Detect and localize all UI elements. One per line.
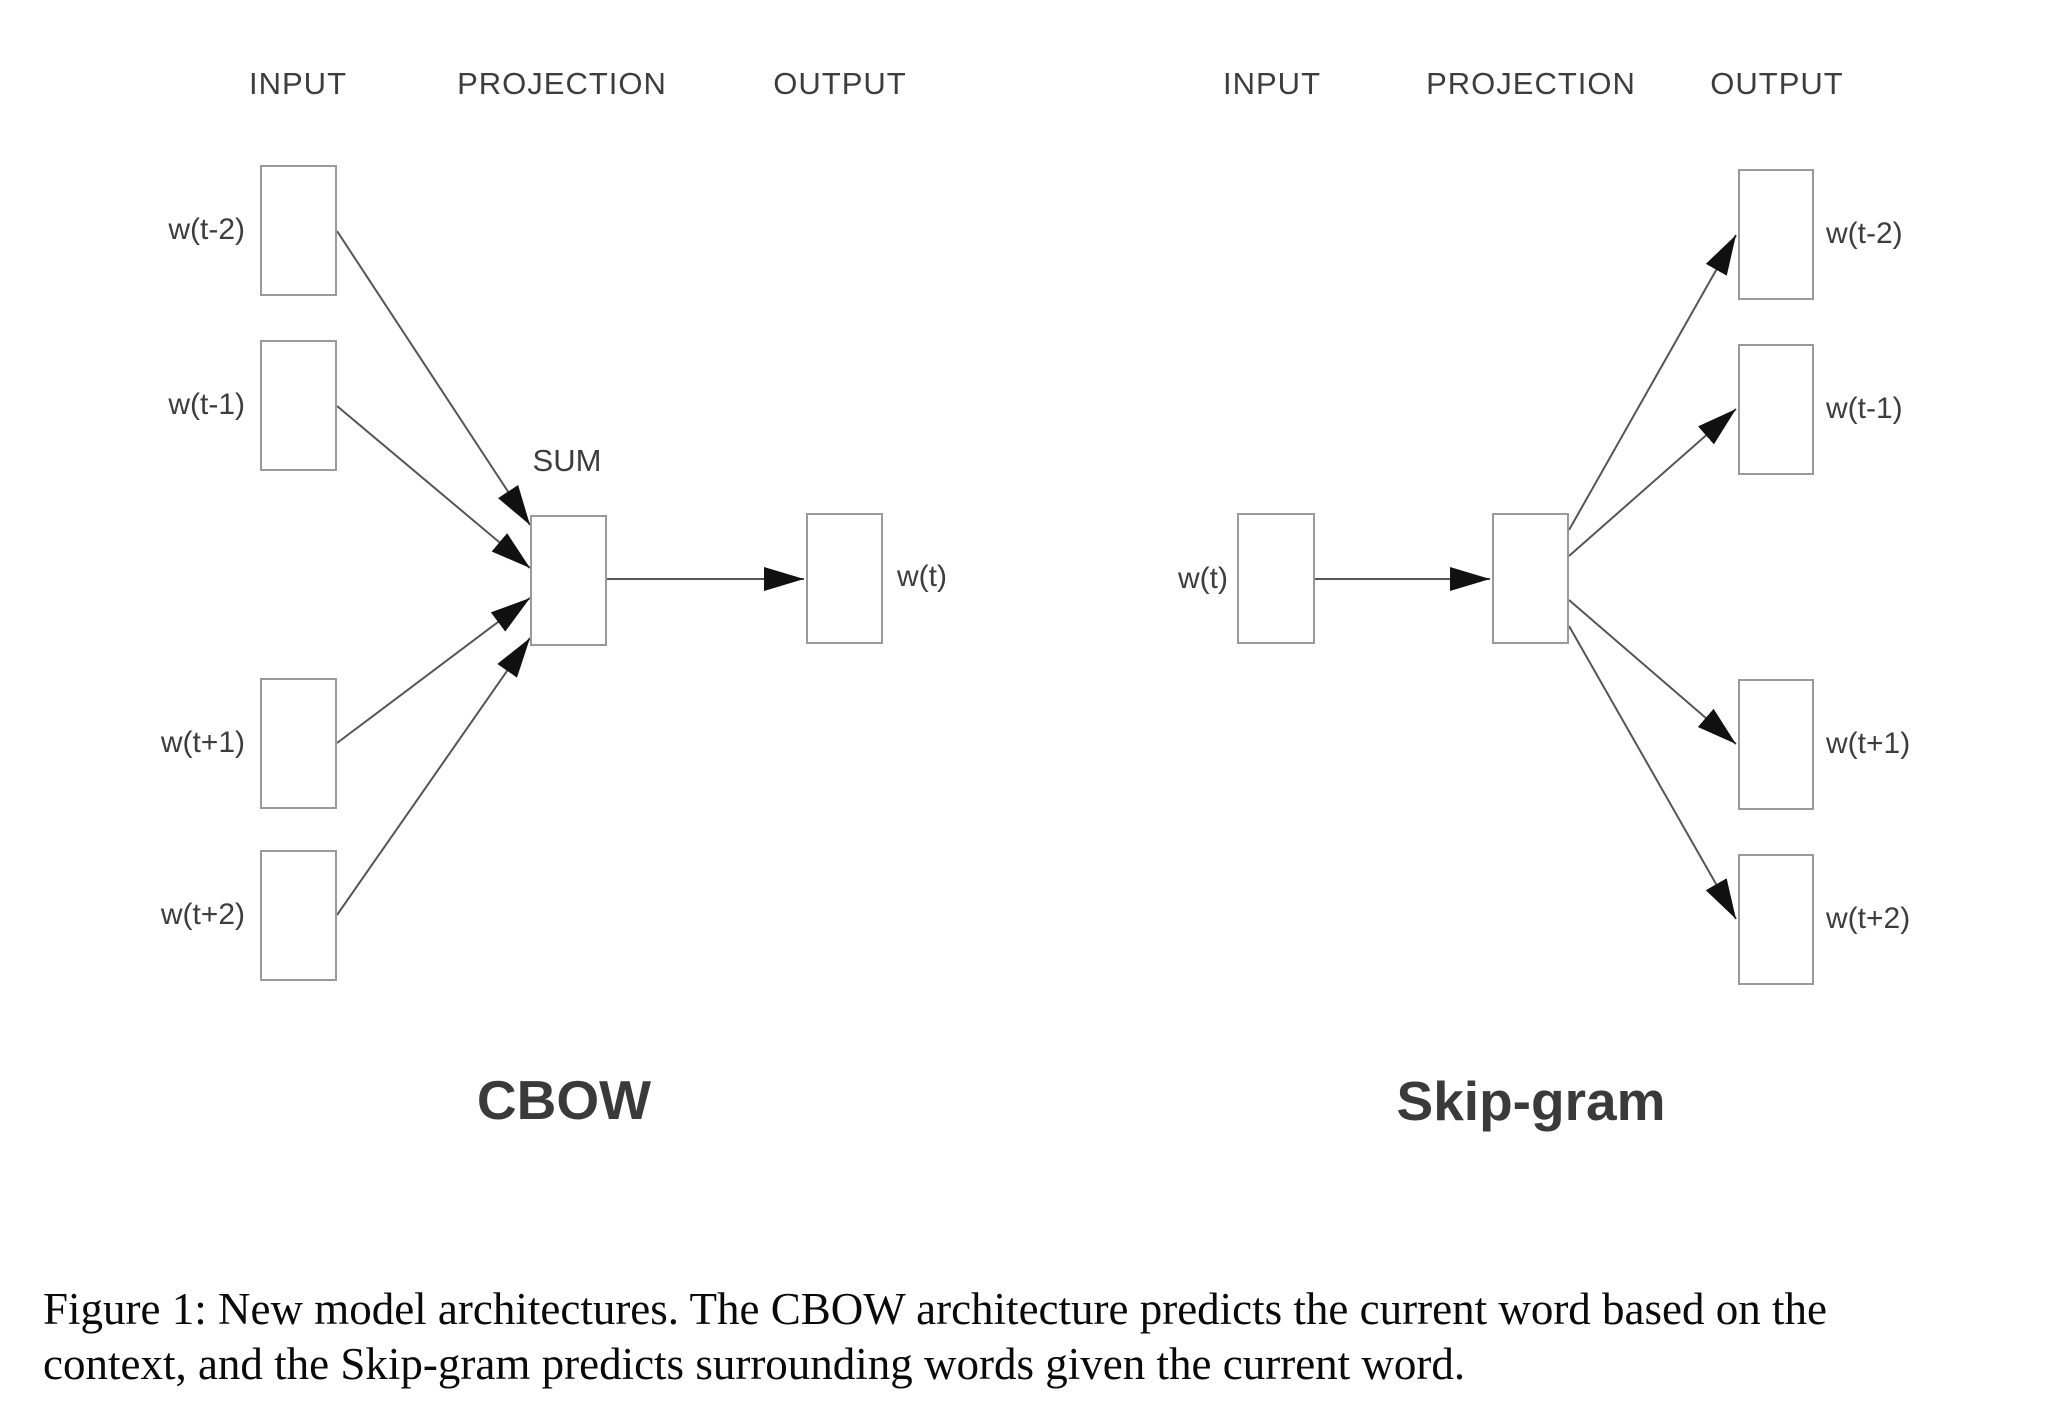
cbow-input-label-wt-2: w(t-2) [168,213,245,246]
cbow-input-box-wt+1 [260,678,337,809]
cbow-edge-wt-1-to-projection [336,405,531,569]
cbow-input-box-wt-1 [260,340,337,471]
cbow-edge-wt-2-to-projection [336,230,531,526]
skipgram-projection-box [1492,513,1569,644]
cbow-sum-label: SUM [532,443,602,478]
figure-caption: Figure 1: New model architectures. The C… [43,1282,2043,1392]
skipgram-edge-projection-to-wt+2 [1568,625,1737,920]
skipgram-header-output: OUTPUT [1710,66,1844,101]
cbow-output-box [806,513,883,644]
skipgram-output-label-wt+1: w(t+1) [1826,727,1911,760]
skipgram-edge-projection-to-wt-2 [1568,234,1737,531]
cbow-projection-box [530,515,607,646]
cbow-edge-wt+2-to-projection [336,637,531,916]
cbow-input-label-wt+1: w(t+1) [160,726,245,759]
cbow-input-label-wt-1: w(t-1) [168,388,245,421]
caption-line-1: Figure 1: New model architectures. The C… [43,1284,1827,1334]
skipgram-output-label-wt+2: w(t+2) [1826,902,1911,935]
skipgram-header-input: INPUT [1223,66,1321,101]
skipgram-input-box [1237,513,1315,644]
skipgram-edge-projection-to-wt+1 [1568,599,1737,745]
skipgram-output-label-wt-1: w(t-1) [1826,392,1903,425]
skipgram-model-name: Skip-gram [1396,1070,1666,1132]
cbow-header-output: OUTPUT [773,66,907,101]
skipgram-output-box-wt+2 [1738,854,1814,985]
cbow-input-box-wt+2 [260,850,337,981]
skipgram-output-box-wt+1 [1738,679,1814,810]
cbow-header-projection: PROJECTION [457,66,667,101]
skipgram-output-label-wt-2: w(t-2) [1826,217,1903,250]
cbow-edge-wt+1-to-projection [336,597,531,744]
cbow-output-label: w(t) [897,560,947,593]
cbow-input-box-wt-2 [260,165,337,296]
cbow-model-name: CBOW [476,1069,652,1131]
cbow-header-input: INPUT [249,66,347,101]
skipgram-header-projection: PROJECTION [1426,66,1636,101]
cbow-input-label-wt+2: w(t+2) [160,898,245,931]
skipgram-input-label: w(t) [1178,562,1228,595]
skipgram-output-box-wt-2 [1738,169,1814,300]
caption-line-2: context, and the Skip-gram predicts surr… [43,1339,1466,1389]
skipgram-output-box-wt-1 [1738,344,1814,475]
skipgram-edge-projection-to-wt-1 [1568,408,1737,557]
